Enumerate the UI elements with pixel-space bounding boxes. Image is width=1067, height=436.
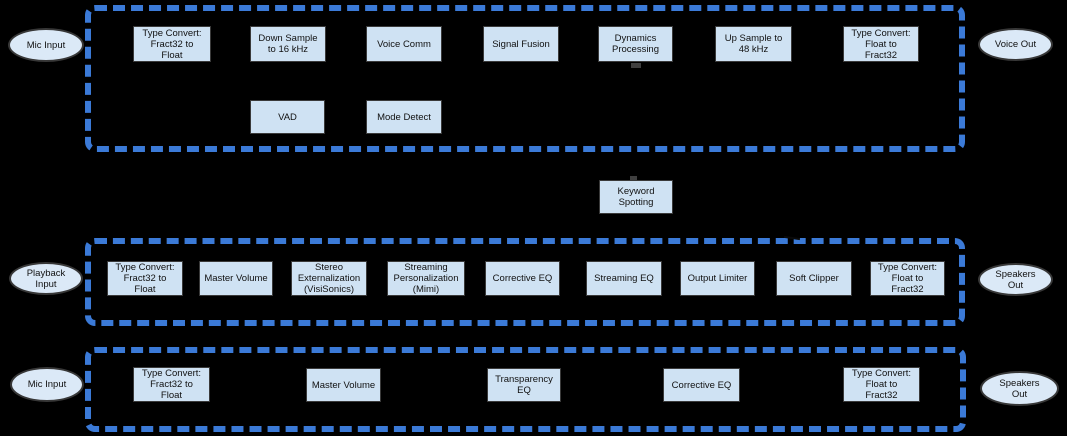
- endpoint-playback-input: Playback Input: [9, 262, 83, 295]
- block-keyword-spotting: Keyword Spotting: [599, 180, 673, 214]
- block-dynamics-processing: Dynamics Processing: [598, 26, 673, 62]
- block-streaming-personalization: Streaming Personalization (Mimi): [387, 261, 465, 296]
- endpoint-voice-out: Voice Out: [978, 28, 1053, 61]
- block-vad: VAD: [250, 100, 325, 134]
- endpoint-speakers-out-middle: Speakers Out: [978, 263, 1053, 296]
- block-voice-type-convert-float-to-fract32: Type Convert: Float to Fract32: [843, 26, 919, 62]
- block-playback-corrective-eq: Corrective EQ: [485, 261, 560, 296]
- clipped-text-fragment-above-keyword: [630, 176, 637, 180]
- endpoint-mic-input-top: Mic Input: [8, 28, 84, 62]
- block-stereo-externalization: Stereo Externalization (VisiSonics): [291, 261, 367, 296]
- endpoint-speakers-out-bottom: Speakers Out: [980, 371, 1059, 406]
- block-output-limiter: Output Limiter: [680, 261, 755, 296]
- block-transparency-type-convert-fract32-to-float: Type Convert: Fract32 to Float: [133, 367, 210, 402]
- block-transparency-corrective-eq: Corrective EQ: [663, 368, 740, 402]
- block-playback-type-convert-float-to-fract32: Type Convert: Float to Fract32: [870, 261, 945, 296]
- block-voice-down-sample-16khz: Down Sample to 16 kHz: [250, 26, 326, 62]
- block-playback-type-convert-fract32-to-float: Type Convert: Fract32 to Float: [107, 261, 183, 296]
- endpoint-mic-input-bottom: Mic Input: [10, 367, 84, 402]
- block-mode-detect: Mode Detect: [366, 100, 442, 134]
- block-transparency-eq: Transparency EQ: [487, 368, 561, 402]
- block-voice-up-sample-48khz: Up Sample to 48 kHz: [715, 26, 792, 62]
- block-transparency-type-convert-float-to-fract32: Type Convert: Float to Fract32: [843, 367, 920, 402]
- clipped-text-fragment-below-dynamics: [631, 63, 641, 68]
- block-voice-type-convert-fract32-to-float: Type Convert: Fract32 to Float: [133, 26, 211, 62]
- block-soft-clipper: Soft Clipper: [776, 261, 852, 296]
- block-signal-fusion: Signal Fusion: [483, 26, 559, 62]
- block-voice-comm: Voice Comm: [366, 26, 442, 62]
- transparency-pipeline-group-outline: [85, 347, 966, 432]
- block-transparency-master-volume: Master Volume: [306, 368, 381, 402]
- playback-pipeline-group-outline: [85, 238, 965, 326]
- block-playback-master-volume: Master Volume: [199, 261, 273, 296]
- block-streaming-eq: Streaming EQ: [586, 261, 662, 296]
- voice-pipeline-group-outline: [85, 5, 965, 152]
